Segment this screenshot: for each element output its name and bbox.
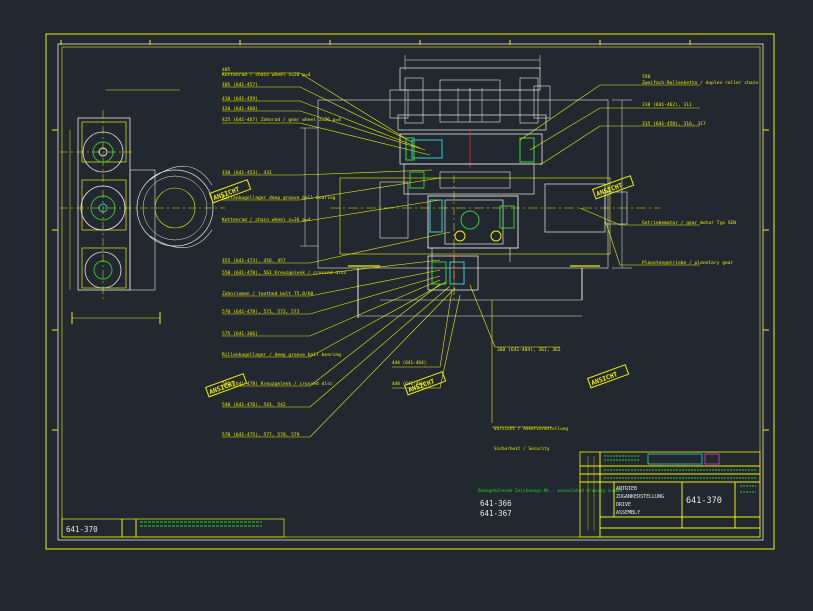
leader-lines: [222, 72, 700, 438]
callout-label: 420 (641-460): [222, 106, 258, 112]
ref-drawing-1: 641-366: [480, 499, 512, 508]
callout-label: Kettenrad / chain wheel z=26 p=4: [222, 217, 311, 223]
callout-label: 310 (641-462), 311: [642, 102, 692, 108]
callout-label: 550: [642, 74, 651, 80]
callout-label: 575 (641-366): [222, 331, 258, 337]
refs-heading: Dazugehörende Zeichnungs-Nr.: associated…: [478, 488, 629, 494]
main-view: [300, 55, 660, 318]
callout-text: Zweifach-Rollenkette / duplex roller cha…: [642, 80, 758, 86]
callout-label: Zahnriemen / toothed belt T5,0/60: [222, 291, 314, 297]
callout-label: 455 (641-473), 456, 457: [222, 258, 286, 264]
mid-notes: 444 (641-464) 448 (641-460) Vorsicht / A…: [392, 360, 568, 452]
title-line-1: ANTRIEB: [616, 486, 637, 492]
note-d: Sicherheit / Security: [494, 446, 550, 452]
title-line-3: DRIVE: [616, 502, 631, 508]
callout-label: 578 (641-475), 577, 578, 579: [222, 432, 300, 438]
bottom-left-strip: 641-370: [61, 518, 285, 538]
callout-labels-right: 550 Zweifach-Rollenkette / duplex roller…: [497, 74, 758, 353]
drawing-number-left: 641-370: [66, 525, 98, 534]
sheet-frame: [45, 33, 775, 550]
callout-label: 410 (641-459): [222, 96, 258, 102]
callout-label: 585 (641-478) Kreuzgelenk / crossed disc: [222, 381, 333, 387]
callout-label: 540 (641-476), 541, 542: [222, 402, 286, 408]
side-view: [60, 89, 225, 324]
callout-label: 425 (641-467) Zahnrad / gear wheel z=26 …: [222, 117, 341, 123]
callout-label: Rillenkugellager / deep groove ball bear…: [222, 352, 341, 358]
callout-label: 430 (641-453), 431: [222, 170, 272, 176]
ref-drawing-2: 641-367: [480, 509, 512, 518]
callout-labels-left: 405 Kettenrad / chain wheel z=26 p=4 405…: [222, 67, 347, 438]
associated-drawings: Dazugehörende Zeichnungs-Nr.: associated…: [478, 488, 629, 518]
note-c: Vorsicht / Ankervormstellung: [494, 426, 568, 432]
callout-label: 315 (641-458), 316, 317: [642, 121, 706, 127]
note-a: 444 (641-464): [392, 360, 426, 366]
callout-label: 558 (641-470), 561 Kreuzgelenk / crossed…: [222, 270, 347, 276]
callout-label: Getriebemotor / gear motor Typ SEW: [642, 220, 736, 226]
callout-label: 360 (641-484), 361, 362: [497, 347, 561, 353]
callout-text: Kettenrad / chain wheel z=26 p=4: [222, 72, 311, 78]
callout-label: 405: [222, 67, 231, 73]
title-block: ANTRIEB ZUGANKERSTELLUNG DRIVE ASSEMBLY …: [579, 451, 761, 538]
callout-label: Rillenkugellager deep groove ball bearin…: [222, 195, 336, 201]
callout-label: Planetengetriebe / planetary gear: [642, 260, 734, 266]
callout-label: 570 (641-478), 571, 572, 573: [222, 309, 300, 315]
title-line-4: ASSEMBLY: [616, 510, 640, 516]
callout-label: 405 (641-457): [222, 82, 258, 88]
drawing-number: 641-370: [686, 496, 722, 506]
title-line-2: ZUGANKERSTELLUNG: [616, 494, 664, 500]
